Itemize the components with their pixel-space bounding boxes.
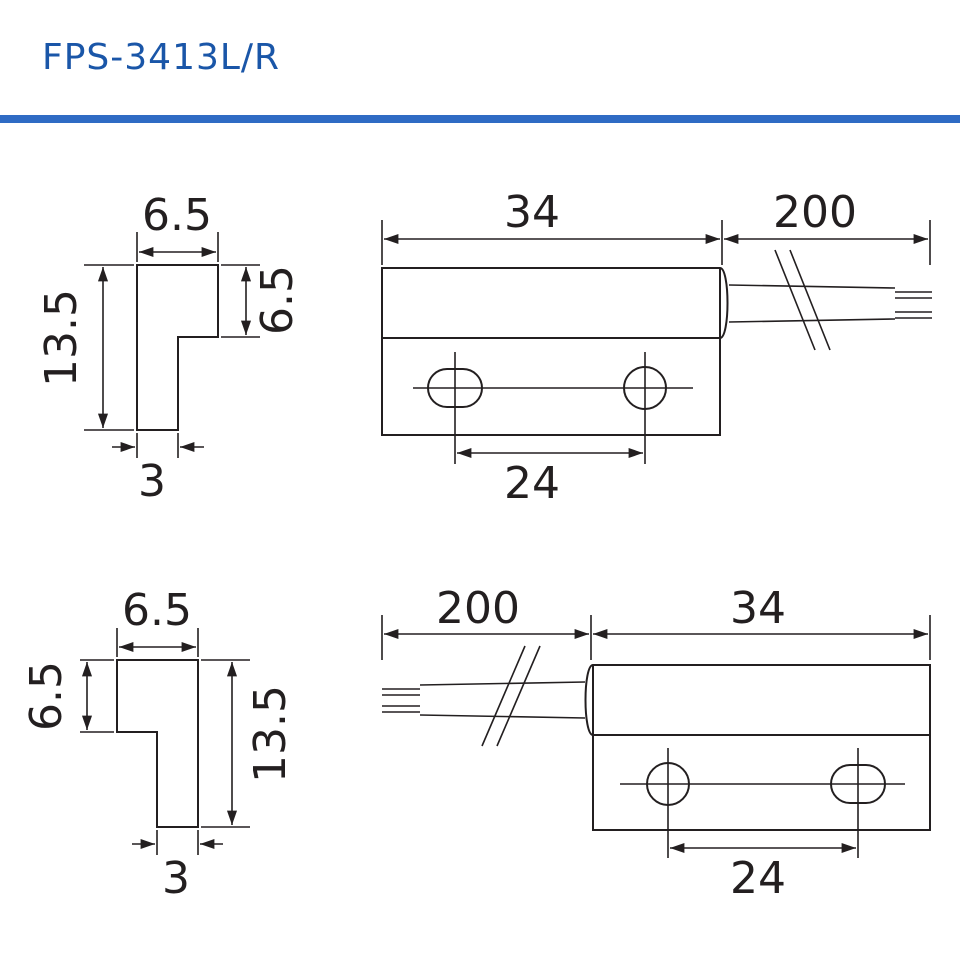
bottom-cable-length-label: 200 — [436, 583, 520, 634]
bottom-profile-view: 6.5 6.5 13.5 3 — [21, 585, 296, 904]
bottom-profile-height-label: 13.5 — [245, 685, 296, 783]
top-profile-width-label: 6.5 — [142, 190, 212, 241]
top-cable-length-label: 200 — [773, 187, 857, 238]
bottom-profile-width-label: 6.5 — [122, 585, 192, 636]
bottom-body-view: 24 200 34 — [381, 583, 931, 904]
header-divider — [0, 115, 960, 123]
bottom-hole-spacing-label: 24 — [730, 853, 786, 904]
top-cable-break-mark — [774, 249, 816, 351]
top-profile-outline — [136, 264, 219, 431]
top-body-view: 24 34 200 — [381, 187, 932, 509]
top-profile-step-label: 6.5 — [252, 265, 303, 335]
page-title: FPS-3413L/R — [42, 37, 281, 78]
bottom-sensor-housing — [584, 664, 931, 736]
top-length-label: 34 — [504, 187, 560, 238]
bottom-length-label: 34 — [730, 583, 786, 634]
top-profile-height-label: 13.5 — [36, 289, 87, 387]
bottom-profile-base-label: 3 — [162, 853, 190, 904]
top-mounting-flange — [381, 337, 721, 436]
top-hole-spacing-label: 24 — [504, 458, 560, 509]
top-sensor-housing — [381, 267, 729, 339]
top-profile-base-label: 3 — [138, 456, 166, 507]
top-profile-view: 6.5 13.5 6.5 3 — [36, 190, 303, 507]
bottom-profile-outline — [116, 659, 199, 828]
bottom-cable-break-mark — [481, 645, 526, 747]
bottom-profile-step-label: 6.5 — [21, 661, 72, 731]
bottom-mounting-flange — [592, 734, 931, 831]
